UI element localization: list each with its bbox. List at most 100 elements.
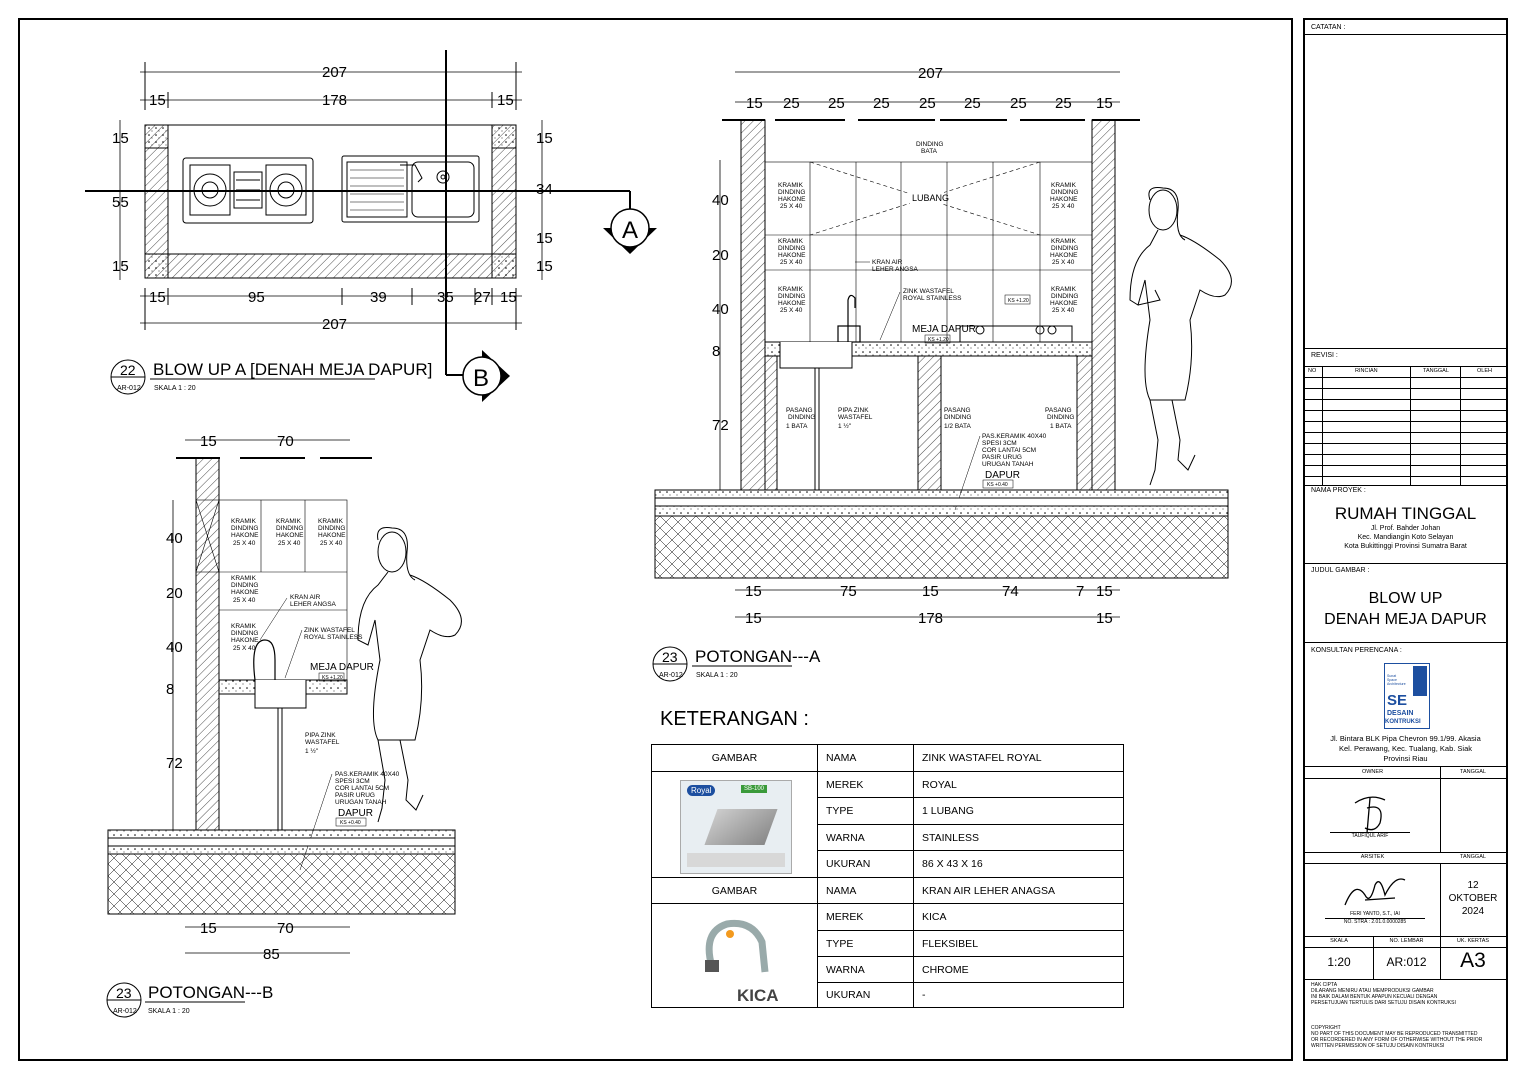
dim-b-l20: 20 [166, 585, 183, 602]
keterangan-heading: KETERANGAN : [660, 708, 809, 730]
ket-value-warna-1: STAINLESS [914, 825, 1124, 851]
svg-text:DINDING: DINDING [1051, 245, 1078, 252]
svg-text:KRAMIK: KRAMIK [231, 623, 257, 630]
svg-text:1 ½": 1 ½" [305, 747, 319, 755]
section-marker-a[interactable]: A [603, 208, 657, 254]
dim-15-left1: 15 [112, 130, 129, 147]
svg-text:LEHER ANGSA: LEHER ANGSA [872, 266, 919, 273]
nama-proyek-label: NAMA PROYEK : [1311, 487, 1366, 494]
drawing-title-1: BLOW UP [1368, 590, 1443, 607]
ket-label-warna-2: WARNA [818, 957, 914, 983]
dim-b-t1: 15 [200, 433, 217, 450]
svg-text:KRAMIK: KRAMIK [318, 518, 344, 525]
royal-model: SB-100 [741, 785, 768, 793]
sink-plan [341, 155, 480, 223]
svg-text:BLOW UP A [DENAH MEJA DAPUR]: BLOW UP A [DENAH MEJA DAPUR] [153, 360, 432, 379]
svg-text:COR LANTAI 5CM: COR LANTAI 5CM [335, 785, 389, 792]
kertas-value: A3 [1460, 949, 1486, 972]
svg-text:SKALA 1 : 20: SKALA 1 : 20 [148, 1008, 190, 1015]
arsitek-label: ARSITEK [1360, 854, 1385, 860]
svg-text:WASTAFEL: WASTAFEL [305, 739, 340, 746]
project-address-2: Kec. Mandiangin Koto Selayan [1357, 534, 1454, 541]
svg-text:ROYAL STAINLESS: ROYAL STAINLESS [903, 295, 962, 302]
human-figure-b [357, 527, 462, 823]
ket-value-ukuran-1: 86 X 43 X 16 [914, 851, 1124, 878]
label-zink-a: ZINK WASTAFEL [903, 288, 954, 295]
svg-text:SPESI 3CM: SPESI 3CM [982, 440, 1017, 447]
svg-text:WASTAFEL: WASTAFEL [838, 414, 873, 421]
svg-text:25 X 40: 25 X 40 [233, 540, 256, 547]
keterangan-table: GAMBAR NAMA ZINK WASTAFEL ROYAL Royal SB… [651, 744, 1124, 1008]
dim-a-b8: 178 [918, 610, 943, 627]
dim-a-b2: 75 [840, 583, 857, 600]
dim-207-bottom: 207 [322, 316, 347, 333]
svg-text:HAKONE: HAKONE [318, 532, 346, 539]
plan-blow-up-a: 207 15 178 15 15 55 15 15 34 15 15 15 95… [85, 50, 657, 402]
dim-15-right1: 15 [536, 130, 553, 147]
dim-39: 39 [370, 289, 387, 306]
arsitek-tanggal-label: TANGGAL [1460, 854, 1486, 860]
dim-15-b2: 15 [500, 289, 517, 306]
dim-b-l40b: 40 [166, 639, 183, 656]
drawing-title-23b: 23 AR-012 POTONGAN---B SKALA 1 : 20 [106, 982, 273, 1018]
svg-text:POTONGAN---B: POTONGAN---B [148, 983, 273, 1002]
svg-text:KRAMIK: KRAMIK [231, 575, 257, 582]
svg-text:KS +0.40: KS +0.40 [340, 820, 361, 826]
svg-text:25 X 40: 25 X 40 [233, 597, 256, 604]
drawing-title-22: 22 AR-012 BLOW UP A [DENAH MEJA DAPUR] S… [110, 359, 432, 395]
svg-text:DINDING: DINDING [788, 414, 815, 421]
dim-a-t1: 15 [746, 95, 763, 112]
ket-label-nama-1: NAMA [818, 745, 914, 772]
svg-text:KRAMIK: KRAMIK [1051, 238, 1077, 245]
dim-a-t2: 25 [783, 95, 800, 112]
ket-label-nama-2: NAMA [818, 878, 914, 904]
revision-table: NO RINCIAN TANGGAL OLEH [1305, 366, 1506, 486]
arsitek-no: NO. STRA : 2.01.0.0000285 [1325, 918, 1425, 925]
kertas-label: UK. KERTAS [1456, 938, 1490, 944]
svg-text:DINDING: DINDING [1051, 293, 1078, 300]
section-marker-b[interactable]: B [462, 350, 510, 402]
svg-text:COR LANTAI 5CM: COR LANTAI 5CM [982, 447, 1036, 454]
dim-a-t4: 25 [873, 95, 890, 112]
svg-text:HAKONE: HAKONE [231, 637, 259, 644]
dim-a-b6: 15 [1096, 583, 1113, 600]
svg-text:KRAMIK: KRAMIK [778, 286, 804, 293]
svg-text:1 BATA: 1 BATA [786, 423, 808, 430]
ket-label-merek-2: MEREK [818, 904, 914, 931]
svg-text:23: 23 [662, 649, 678, 665]
svg-text:25 X 40: 25 X 40 [780, 307, 803, 314]
ket-image-royal: Royal SB-100 [652, 772, 818, 878]
label-kran-a: KRAN AIR [872, 259, 903, 266]
svg-text:KS +0.40: KS +0.40 [987, 482, 1008, 488]
svg-text:HAKONE: HAKONE [778, 252, 806, 259]
ket-header-gambar-1: GAMBAR [652, 745, 818, 772]
label-lubang: LUBANG [912, 193, 949, 203]
label-pasang-a2: PASANG [944, 407, 971, 414]
dim-a-b1: 15 [745, 583, 762, 600]
dim-b-b1: 15 [200, 920, 217, 937]
kica-logo: KICA [737, 986, 779, 1005]
dim-a-b7: 15 [745, 610, 762, 627]
dim-a-b9: 15 [1096, 610, 1113, 627]
drawing-title-2: DENAH MEJA DAPUR [1324, 611, 1487, 628]
label-pasang-a3: PASANG [1045, 407, 1072, 414]
date-month: OKTOBER [1448, 893, 1498, 904]
dim-a-l40: 40 [712, 192, 729, 209]
svg-text:HAKONE: HAKONE [276, 532, 304, 539]
svg-text:URUGAN TANAH: URUGAN TANAH [982, 461, 1034, 468]
dim-a-t3: 25 [828, 95, 845, 112]
skala-value: 1:20 [1327, 955, 1351, 969]
svg-text:HAKONE: HAKONE [231, 589, 259, 596]
dim-15-b1: 15 [149, 289, 166, 306]
svg-text:SKALA 1 : 20: SKALA 1 : 20 [154, 385, 196, 392]
label-dinding-bata: DINDING [916, 141, 943, 148]
ket-value-merek-2: KICA [914, 904, 1124, 931]
ket-value-warna-2: CHROME [914, 957, 1124, 983]
date-day: 12 [1467, 880, 1479, 891]
dim-a-b4: 74 [1002, 583, 1019, 600]
ket-value-type-1: 1 LUBANG [914, 798, 1124, 825]
ket-value-type-2: FLEKSIBEL [914, 931, 1124, 957]
